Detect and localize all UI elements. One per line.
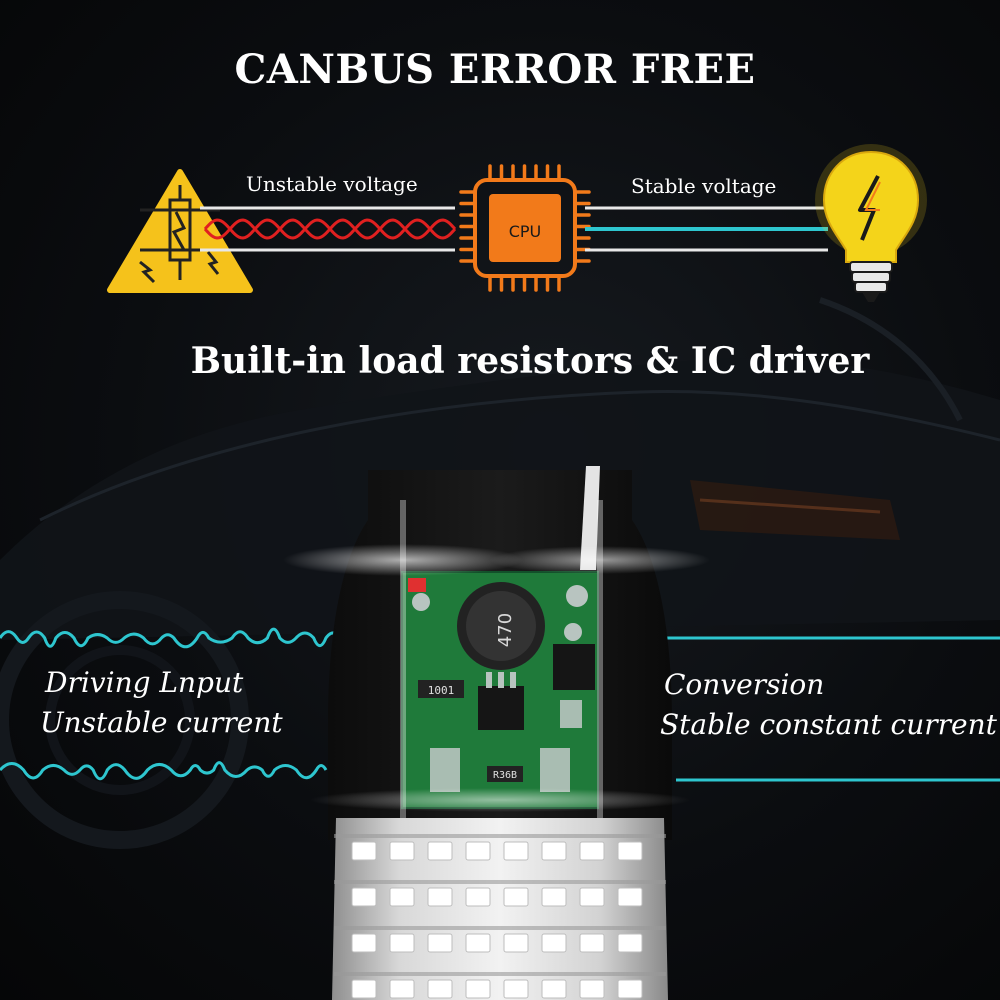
high-voltage-warning-icon bbox=[107, 169, 253, 293]
light-bulb-icon bbox=[815, 144, 927, 302]
unstable-voltage-label: Unstable voltage bbox=[246, 172, 418, 196]
resistor-marking-1: 1001 bbox=[428, 684, 455, 697]
output-wires bbox=[585, 206, 828, 252]
stable-constant-current-label: Stable constant current bbox=[660, 708, 997, 741]
inductor-marking: 470 bbox=[495, 613, 516, 647]
input-wires bbox=[200, 206, 457, 252]
resistor-marking-2: R36B bbox=[493, 770, 517, 781]
stable-voltage-label: Stable voltage bbox=[631, 174, 777, 198]
wire-lead bbox=[580, 466, 600, 570]
cpu-chip-icon: CPU bbox=[459, 164, 591, 292]
driver-circuit-board: 470 1001 R36B bbox=[401, 571, 599, 809]
voltage-diagram: CPU bbox=[107, 144, 927, 302]
page-title: CANBUS ERROR FREE bbox=[234, 46, 756, 93]
feature-subtitle: Built-in load resistors & IC driver bbox=[190, 340, 870, 382]
unstable-current-wave-top bbox=[0, 627, 354, 649]
unstable-current-wave-bottom bbox=[0, 761, 328, 781]
cpu-chip-label: CPU bbox=[509, 222, 542, 241]
driving-input-label: Driving Lnput bbox=[45, 666, 244, 699]
ceramic-led-base bbox=[332, 818, 668, 1000]
conversion-label: Conversion bbox=[664, 668, 825, 701]
unstable-current-label: Unstable current bbox=[40, 706, 283, 739]
